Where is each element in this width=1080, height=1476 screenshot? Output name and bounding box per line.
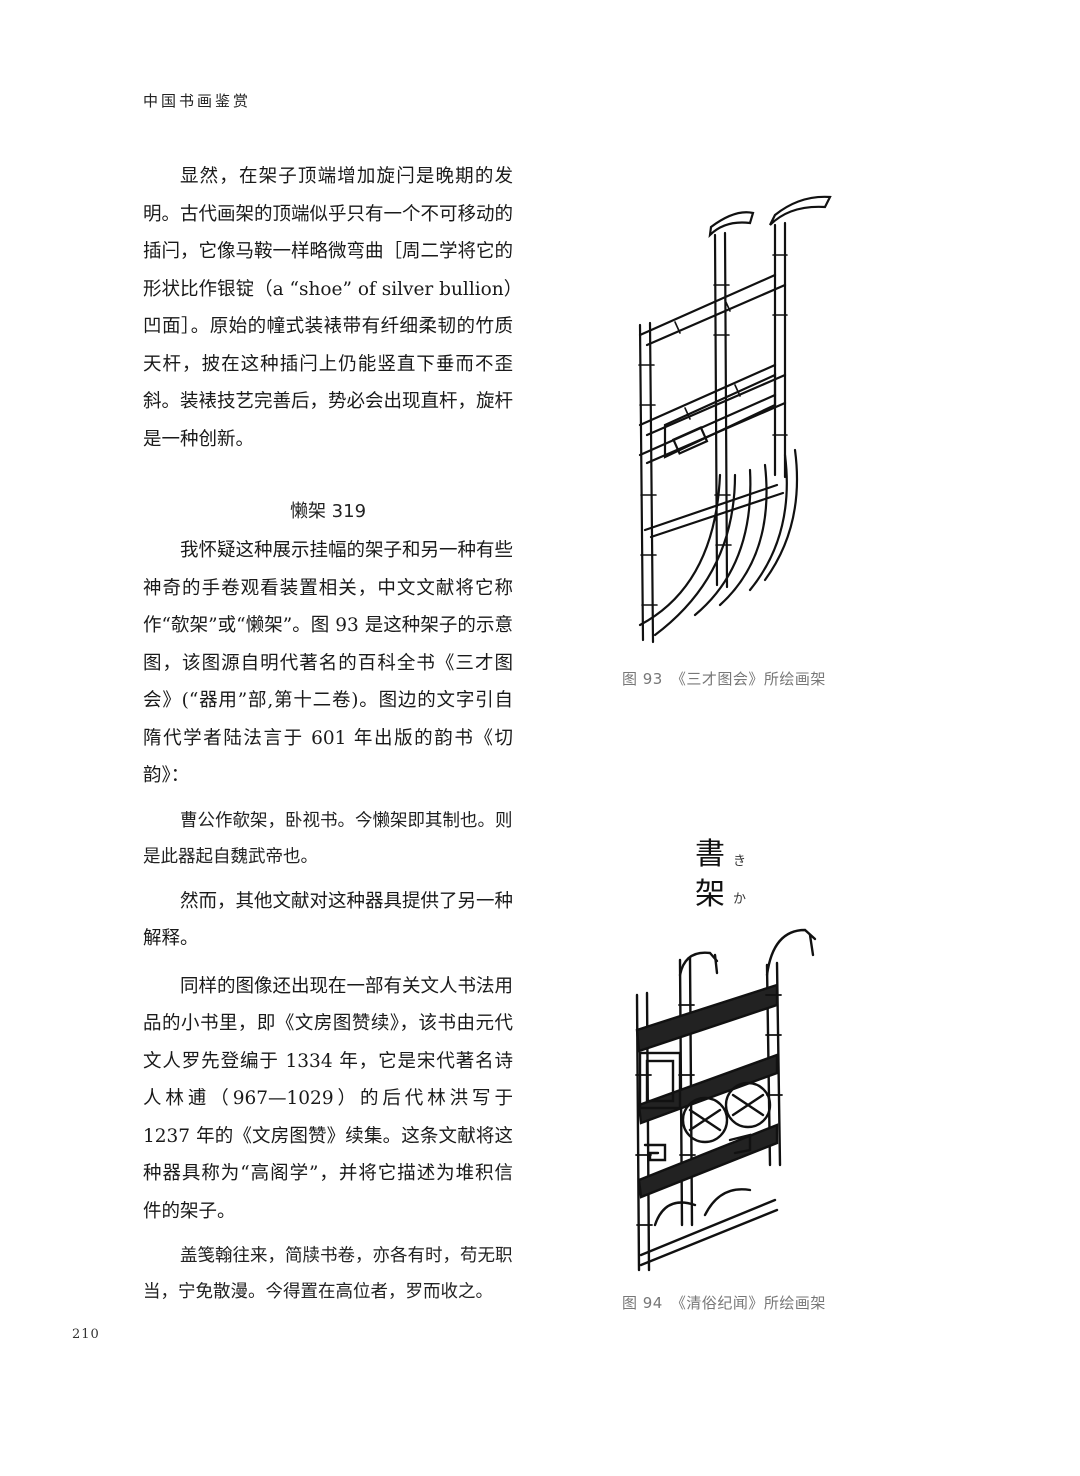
main-text-column: 显然，在架子顶端增加旋闩是晚期的发明。古代画架的顶端似乎只有一个不可移动的插闩，… <box>143 158 513 1318</box>
quotation-2: 盖笺翰往来，简牍书卷，亦各有时，苟无职当，宁免散漫。今得置在高位者，罗而收之。 <box>143 1246 513 1302</box>
page-number: 210 <box>72 1327 100 1342</box>
paragraph-3: 然而，其他文献对这种器具提供了另一种解释。 <box>143 890 514 950</box>
figure-94-reading-marks: き か <box>733 854 747 907</box>
figure-93-caption: 图 93 《三才图会》所绘画架 <box>622 670 826 688</box>
running-head: 中国书画鉴赏 <box>143 92 252 110</box>
figure-94-title-text: 書架 <box>695 837 725 912</box>
figure-94-caption: 图 94 《清俗纪闻》所绘画架 <box>622 1294 826 1312</box>
paragraph-1: 显然，在架子顶端增加旋闩是晚期的发明。古代画架的顶端似乎只有一个不可移动的插闩，… <box>143 166 514 450</box>
figure-94-illustration <box>625 925 830 1275</box>
section-heading: 懒架 319 <box>289 501 367 522</box>
quotation-1: 曹公作欹架，卧视书。今懒架即其制也。则是此器起自魏武帝也。 <box>143 810 513 867</box>
paragraph-2: 我怀疑这种展示挂幅的架子和另一种有些神奇的手卷观看装置相关，中文文献将它称作“欹… <box>143 540 514 786</box>
paragraph-4: 同样的图像还出现在一部有关文人书法用品的小书里，即《文房图赞续》，该书由元代文人… <box>143 975 514 1222</box>
figure-93-illustration <box>625 195 845 650</box>
